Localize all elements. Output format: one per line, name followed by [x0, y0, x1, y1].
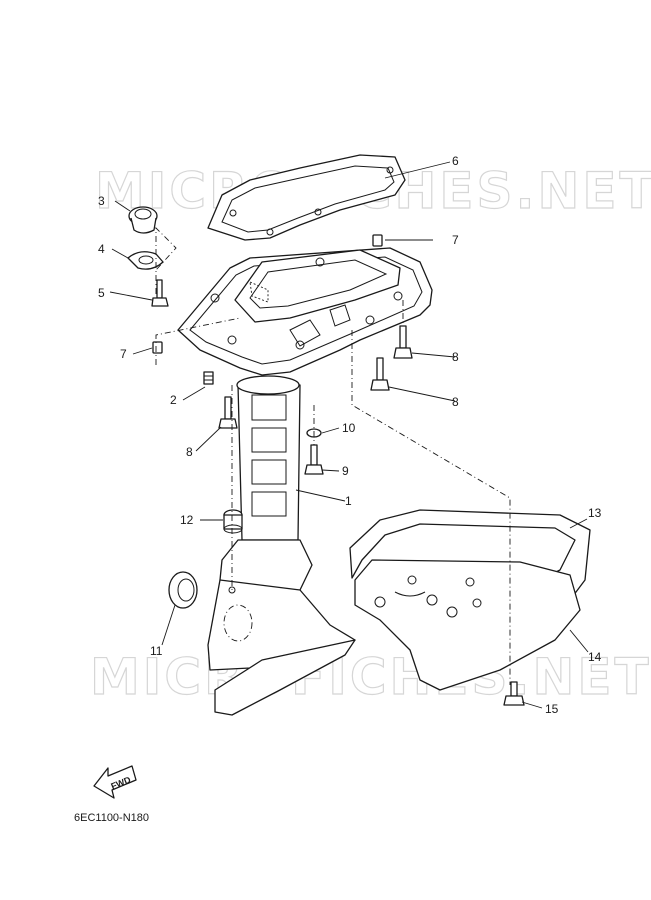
callout-1: 1	[345, 494, 352, 508]
callout-8-b: 8	[452, 395, 459, 409]
callout-15: 15	[545, 702, 559, 716]
plug-part-2	[203, 371, 214, 385]
bolt-part-8-c	[218, 396, 238, 429]
callout-12: 12	[180, 513, 194, 527]
bolt-part-5	[151, 279, 169, 307]
seal-part-4	[127, 251, 164, 270]
callout-13: 13	[588, 506, 602, 520]
dowel-pin-part-7-top	[372, 234, 383, 247]
callout-6: 6	[452, 154, 459, 168]
callout-8-c: 8	[186, 445, 193, 459]
diagram-code: 6EC1100-N180	[74, 812, 150, 824]
bolt-part-9	[304, 444, 324, 475]
callout-9: 9	[342, 464, 349, 478]
lower-adapter	[207, 539, 356, 716]
bolt-part-15	[503, 681, 525, 706]
grommet-part-11	[168, 571, 198, 609]
plug-part-12	[223, 509, 243, 534]
callout-4: 4	[98, 242, 105, 256]
cap-part-3	[128, 206, 158, 234]
callout-2: 2	[170, 393, 177, 407]
plate-part-14	[354, 559, 581, 691]
watermark-bottom: MICROFICHES.NET	[90, 648, 651, 706]
leader-lines	[109, 161, 589, 709]
callout-5: 5	[98, 286, 105, 300]
callout-8-a: 8	[452, 350, 459, 364]
callout-10: 10	[342, 421, 356, 435]
callout-3: 3	[98, 194, 105, 208]
upper-casing	[177, 247, 433, 376]
callout-7-top: 7	[452, 233, 459, 247]
exhaust-tube-part-1	[236, 375, 301, 541]
callout-14: 14	[588, 650, 602, 664]
bolt-part-8-b	[370, 357, 390, 391]
callout-7-left: 7	[120, 347, 127, 361]
bolt-part-8-a	[393, 325, 413, 359]
gasket-part-6	[207, 154, 406, 241]
callout-11: 11	[150, 644, 163, 658]
forward-arrow-icon: FWD	[93, 765, 137, 799]
callout-labels: 6 3 4 7 5 7 8 8 2 10 8 9 1 13 12 11 14 1…	[98, 154, 602, 716]
dowel-pin-part-7-left	[152, 341, 163, 354]
